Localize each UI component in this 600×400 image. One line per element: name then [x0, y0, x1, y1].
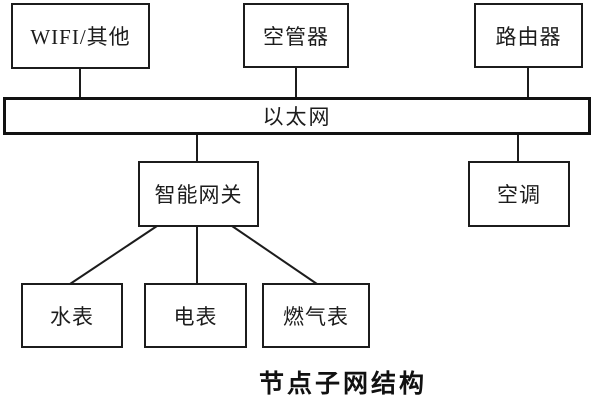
node-air-conditioner-label: 空调: [497, 183, 541, 207]
node-air-controller-label: 空管器: [263, 24, 329, 49]
node-wifi: WIFI/其他: [11, 3, 150, 69]
node-air-conditioner: 空调: [468, 161, 570, 227]
node-gas-meter: 燃气表: [262, 283, 370, 348]
node-router: 路由器: [474, 3, 583, 68]
wire-gateway-to-water: [69, 225, 158, 285]
diagram-caption: 节点子网结构: [258, 370, 427, 398]
ethernet-bus: 以太网: [3, 97, 591, 135]
node-air-controller: 空管器: [243, 3, 349, 68]
node-electric-meter: 电表: [144, 283, 247, 348]
node-water-meter: 水表: [21, 283, 123, 348]
wire-gateway-to-gas: [231, 225, 318, 285]
node-smart-gateway-label: 智能网关: [154, 183, 243, 207]
node-gas-meter-label: 燃气表: [283, 304, 349, 329]
node-electric-meter-label: 电表: [173, 304, 218, 329]
node-router-label: 路由器: [495, 24, 562, 49]
ethernet-bus-label: 以太网: [262, 105, 332, 129]
node-water-meter-label: 水表: [50, 304, 94, 329]
node-wifi-label: WIFI/其他: [30, 25, 131, 49]
node-smart-gateway: 智能网关: [138, 161, 259, 227]
